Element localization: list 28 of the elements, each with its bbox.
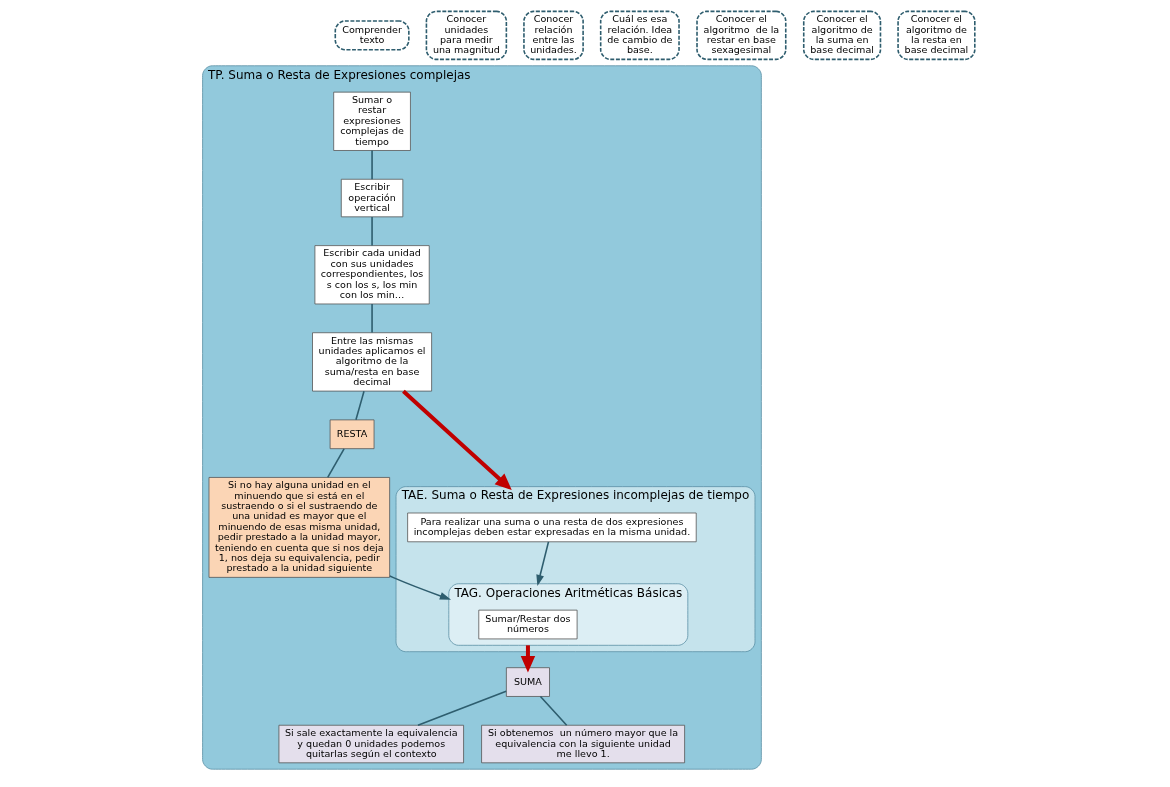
node-box: Si obtenemos un número mayor que la equivalencia con la siguiente unidad me llevo 1. [480,724,685,764]
node-box: Escribir operación vertical [340,178,403,218]
node-box: Cuál es esa relación. Idea de cambio de base. [599,10,680,61]
connector [370,216,373,247]
connector [539,695,567,727]
node-box: Escribir cada unidad con sus unidades correspondientes, los s con los s, los min con los min… [314,245,430,305]
node-box: Comprender texto [334,20,410,51]
node-box: Si no hay alguna unidad en el minuendo que si está en el sustraendo o si el sustraendo de una unidad es mayor que el minuendo de esas misma unidad, pedir prestado a la unidad mayor, teniendo en cuenta que si nos deja 1, nos deja su equivalencia, pedir prestado a la unidad siguiente [208,477,390,578]
arrow [388,575,451,600]
connector [416,690,507,727]
connector [326,448,345,479]
arrow [401,389,512,490]
node-box: Para realizar una suma o una resta de dos expresiones incomplejas deben estar expresadas en la misma unidad. [406,512,697,543]
connector [354,390,365,421]
node-box: Conocer el algoritmo de la restar en base sexagesimal [695,10,787,61]
connector [370,149,373,181]
node-box: Conocer unidades para medir una magnitud [425,10,507,61]
node-box: SUMA [505,667,550,697]
node-box: Conocer relación entre las unidades. [522,10,584,61]
node-box: Conocer el algoritmo de la resta en base decimal [896,10,976,61]
node-box: Entre las mismas unidades aplicamos el algoritmo de la suma/resta en base decimal [311,332,432,392]
arrow [535,541,549,587]
node-box: Sumar o restar expresiones complejas de tiempo [332,91,411,151]
node-box: Sumar/Restar dos números [477,609,577,640]
node-box: RESTA [329,419,374,450]
node-box: Si sale exactamente la equivalencia y quedan 0 unidades podemos quitarlas según el contexto [278,724,464,764]
connector [370,303,373,334]
node-box: Conocer el algoritmo de la suma en base decimal [802,10,881,61]
